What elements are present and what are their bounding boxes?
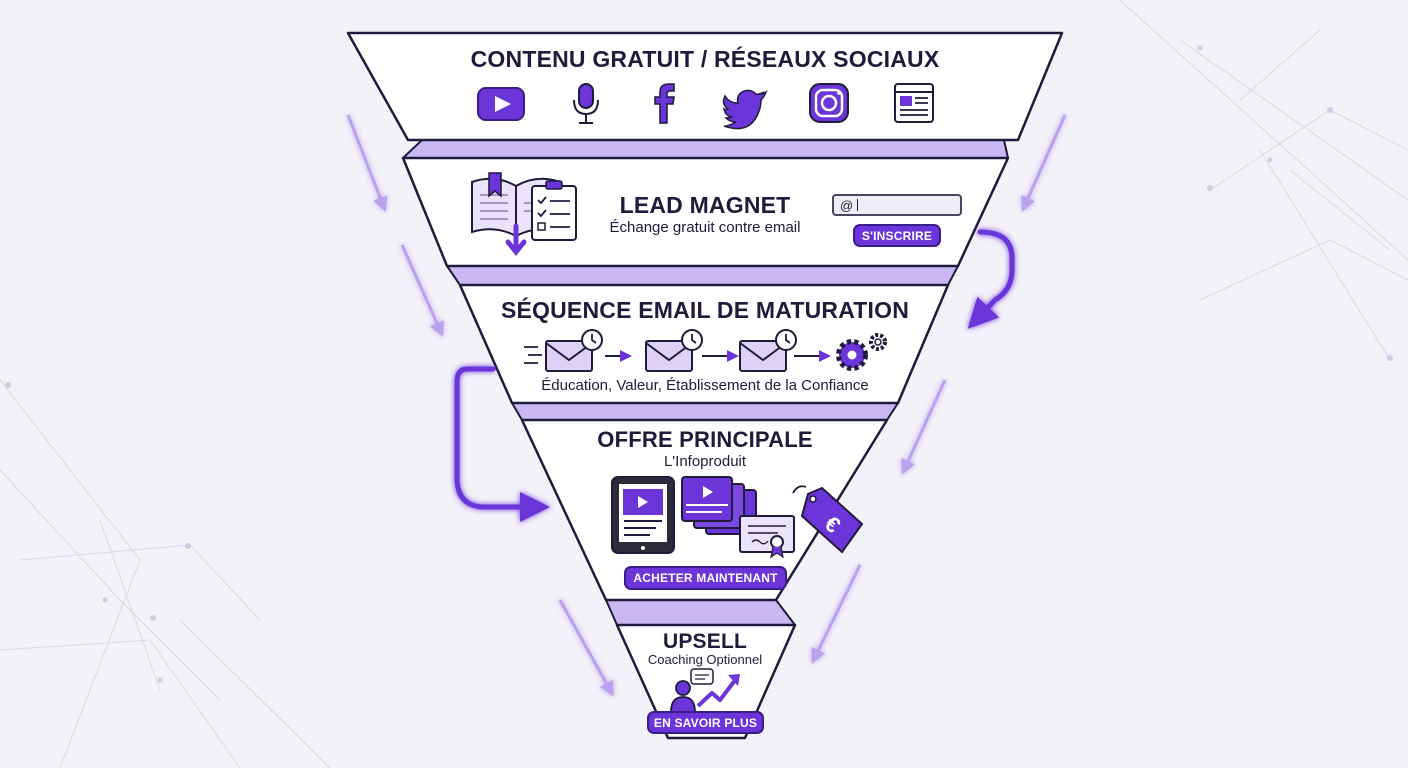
stage-3-subtitle: Éducation, Valeur, Établissement de la C… [541, 377, 869, 394]
instagram-icon [809, 83, 849, 123]
facebook-icon [654, 83, 675, 124]
certificate-icon [739, 515, 795, 559]
background-nodes [5, 45, 1393, 683]
stage-4-subtitle: L'Infoproduit [663, 453, 747, 470]
stage-1-title: CONTENU GRATUIT / RÉSEAUX SOCIAUX [470, 46, 940, 72]
learn-more-button[interactable]: EN SAVOIR PLUS [647, 711, 764, 734]
stage-5-subtitle: Coaching Optionnel [647, 652, 763, 667]
youtube-icon [477, 87, 525, 121]
at-symbol: @ [840, 197, 854, 213]
stage-4-title: OFFRE PRINCIPALE [597, 427, 813, 452]
buy-now-button[interactable]: ACHETER MAINTENANT [624, 566, 787, 590]
stage-3-title: SÉQUENCE EMAIL DE MATURATION [500, 297, 910, 323]
microphone-icon [573, 83, 599, 124]
flow-arrows [454, 229, 1015, 522]
twitter-icon [722, 89, 768, 130]
gear-icon [836, 333, 887, 371]
course-modules-icon [681, 476, 757, 535]
coaching-icon [670, 668, 740, 713]
envelope-icon [739, 329, 797, 372]
stage-5-title: UPSELL [662, 630, 748, 653]
stage-3-panel [458, 283, 950, 405]
envelope-icon [645, 329, 703, 372]
speed-lines-icon [524, 346, 542, 364]
stage-2-subtitle: Échange gratuit contre email [609, 219, 801, 236]
text-caret [857, 199, 859, 211]
stage-1-panel [346, 31, 1064, 142]
envelope-icon [545, 329, 603, 372]
stage-2-title: LEAD MAGNET [619, 192, 791, 218]
price-tag-icon: € [792, 485, 864, 554]
subscribe-button[interactable]: S'INSCRIRE [853, 224, 941, 247]
email-sequence [524, 329, 887, 372]
flow-arrows-light [346, 114, 1067, 697]
checklist-icon [531, 180, 577, 241]
email-input[interactable]: @ [832, 194, 962, 216]
tablet-video-icon [611, 476, 675, 554]
blog-icon [894, 83, 934, 123]
